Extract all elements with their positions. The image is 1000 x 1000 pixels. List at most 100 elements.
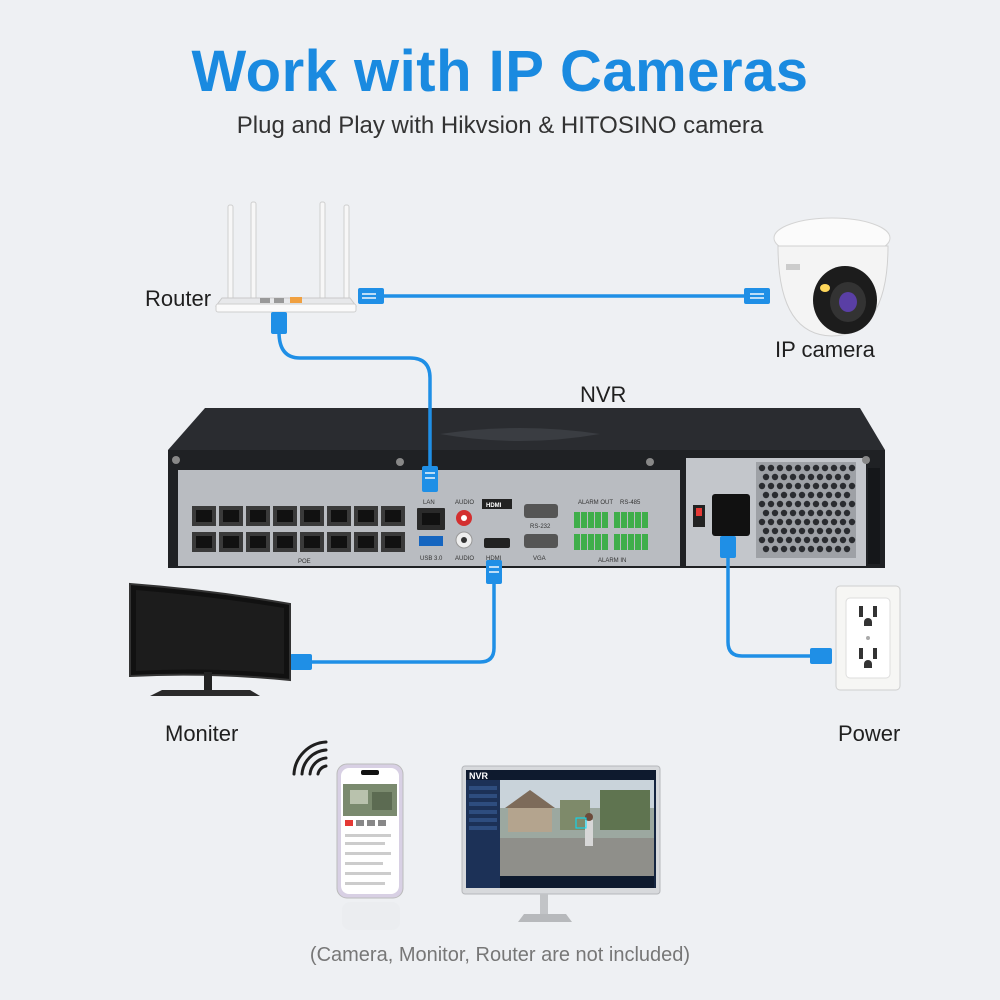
alarm-terminal[interactable] bbox=[602, 512, 608, 528]
fan-hole bbox=[825, 491, 833, 499]
alarm-terminal[interactable] bbox=[628, 534, 634, 550]
fan-hole bbox=[762, 509, 770, 517]
poe-port-socket bbox=[331, 510, 347, 522]
fan-hole bbox=[825, 527, 833, 535]
fan-hole bbox=[798, 509, 806, 517]
alarm-terminal[interactable] bbox=[595, 512, 601, 528]
alarm-in-label: ALARM IN bbox=[598, 558, 626, 564]
poe-port-socket bbox=[250, 510, 266, 522]
alarm-terminal[interactable] bbox=[595, 534, 601, 550]
fan-hole bbox=[794, 482, 802, 490]
fan-hole bbox=[825, 545, 833, 553]
fan-hole bbox=[843, 527, 851, 535]
fan-hole bbox=[794, 536, 802, 544]
hdmi-logo: HDMI bbox=[486, 503, 502, 509]
rs232-port[interactable] bbox=[524, 504, 558, 518]
footnote: (Camera, Monitor, Router are not include… bbox=[309, 944, 691, 966]
fan-hole bbox=[816, 491, 824, 499]
fan-hole bbox=[803, 482, 811, 490]
poe-port-socket bbox=[277, 536, 293, 548]
wall-outlet bbox=[835, 585, 901, 691]
fan-hole bbox=[812, 482, 820, 490]
screen-brand: NVR bbox=[469, 771, 489, 781]
monitor-device bbox=[129, 582, 291, 696]
nvr-power-cable bbox=[726, 554, 814, 658]
fan-hole bbox=[816, 509, 824, 517]
vga-port[interactable] bbox=[524, 534, 558, 548]
fan-hole bbox=[839, 464, 847, 472]
fan-hole bbox=[848, 536, 856, 544]
fan-hole bbox=[762, 527, 770, 535]
fan-hole bbox=[771, 473, 779, 481]
power-inlet[interactable] bbox=[712, 494, 750, 536]
alarm-terminal[interactable] bbox=[588, 512, 594, 528]
fan-hole bbox=[839, 518, 847, 526]
fan-hole bbox=[843, 491, 851, 499]
nvr-monitor-cable bbox=[310, 580, 496, 664]
alarm-terminal[interactable] bbox=[574, 512, 580, 528]
fan-hole bbox=[776, 482, 784, 490]
alarm-terminal[interactable] bbox=[574, 534, 580, 550]
alarm-terminal[interactable] bbox=[635, 534, 641, 550]
fan-hole bbox=[789, 491, 797, 499]
nvr-desktop-monitor: NVR bbox=[461, 765, 661, 922]
alarm-terminal[interactable] bbox=[642, 512, 648, 528]
fan-hole bbox=[762, 545, 770, 553]
alarm-terminal[interactable] bbox=[614, 534, 620, 550]
hdmi-port[interactable] bbox=[484, 538, 510, 548]
alarm-terminal[interactable] bbox=[581, 512, 587, 528]
fan-hole bbox=[812, 500, 820, 508]
alarm-terminal[interactable] bbox=[635, 512, 641, 528]
alarm-terminal[interactable] bbox=[581, 534, 587, 550]
poe-port-socket bbox=[223, 536, 239, 548]
power-label: Power bbox=[838, 721, 901, 746]
usb-port[interactable] bbox=[419, 536, 443, 546]
fan-hole bbox=[830, 482, 838, 490]
fan-hole bbox=[848, 518, 856, 526]
fan-hole bbox=[771, 491, 779, 499]
monitor-label: Moniter bbox=[165, 721, 239, 746]
fan-hole bbox=[771, 509, 779, 517]
alarm-terminal-blocks bbox=[574, 512, 648, 550]
alarm-terminal[interactable] bbox=[588, 534, 594, 550]
fan-hole bbox=[789, 473, 797, 481]
poe-label: POE bbox=[298, 559, 311, 565]
alarm-terminal[interactable] bbox=[602, 534, 608, 550]
fan-hole bbox=[803, 500, 811, 508]
alarm-terminal[interactable] bbox=[621, 512, 627, 528]
alarm-terminal[interactable] bbox=[614, 512, 620, 528]
fan-hole bbox=[785, 518, 793, 526]
alarm-out-label: ALARM OUT bbox=[578, 500, 613, 506]
router-device bbox=[215, 201, 357, 313]
fan-hole bbox=[762, 491, 770, 499]
fan-hole bbox=[812, 518, 820, 526]
alarm-terminal[interactable] bbox=[628, 512, 634, 528]
wifi-signal bbox=[292, 740, 328, 776]
fan-hole bbox=[812, 464, 820, 472]
alarm-terminal[interactable] bbox=[621, 534, 627, 550]
fan-hole bbox=[839, 482, 847, 490]
fan-hole bbox=[839, 536, 847, 544]
poe-port-socket bbox=[385, 536, 401, 548]
fan-hole bbox=[767, 464, 775, 472]
page-subtitle: Plug and Play with Hikvsion & HITOSINO c… bbox=[236, 112, 764, 139]
fan-hole bbox=[780, 491, 788, 499]
fan-hole bbox=[785, 536, 793, 544]
vga-label: VGA bbox=[533, 556, 546, 562]
ip-camera-device bbox=[773, 217, 891, 337]
fan-hole bbox=[807, 545, 815, 553]
fan-hole bbox=[758, 464, 766, 472]
poe-port-socket bbox=[385, 510, 401, 522]
poe-port-socket bbox=[277, 510, 293, 522]
usb-label: USB 3.0 bbox=[420, 556, 443, 562]
alarm-terminal[interactable] bbox=[642, 534, 648, 550]
fan-hole bbox=[780, 545, 788, 553]
hdmi-label: HDMI bbox=[486, 556, 502, 562]
fan-hole bbox=[839, 500, 847, 508]
fan-hole bbox=[758, 518, 766, 526]
fan-hole bbox=[821, 500, 829, 508]
fan-hole bbox=[821, 518, 829, 526]
fan-hole bbox=[807, 473, 815, 481]
fan-grill bbox=[756, 462, 856, 558]
fan-hole bbox=[825, 473, 833, 481]
